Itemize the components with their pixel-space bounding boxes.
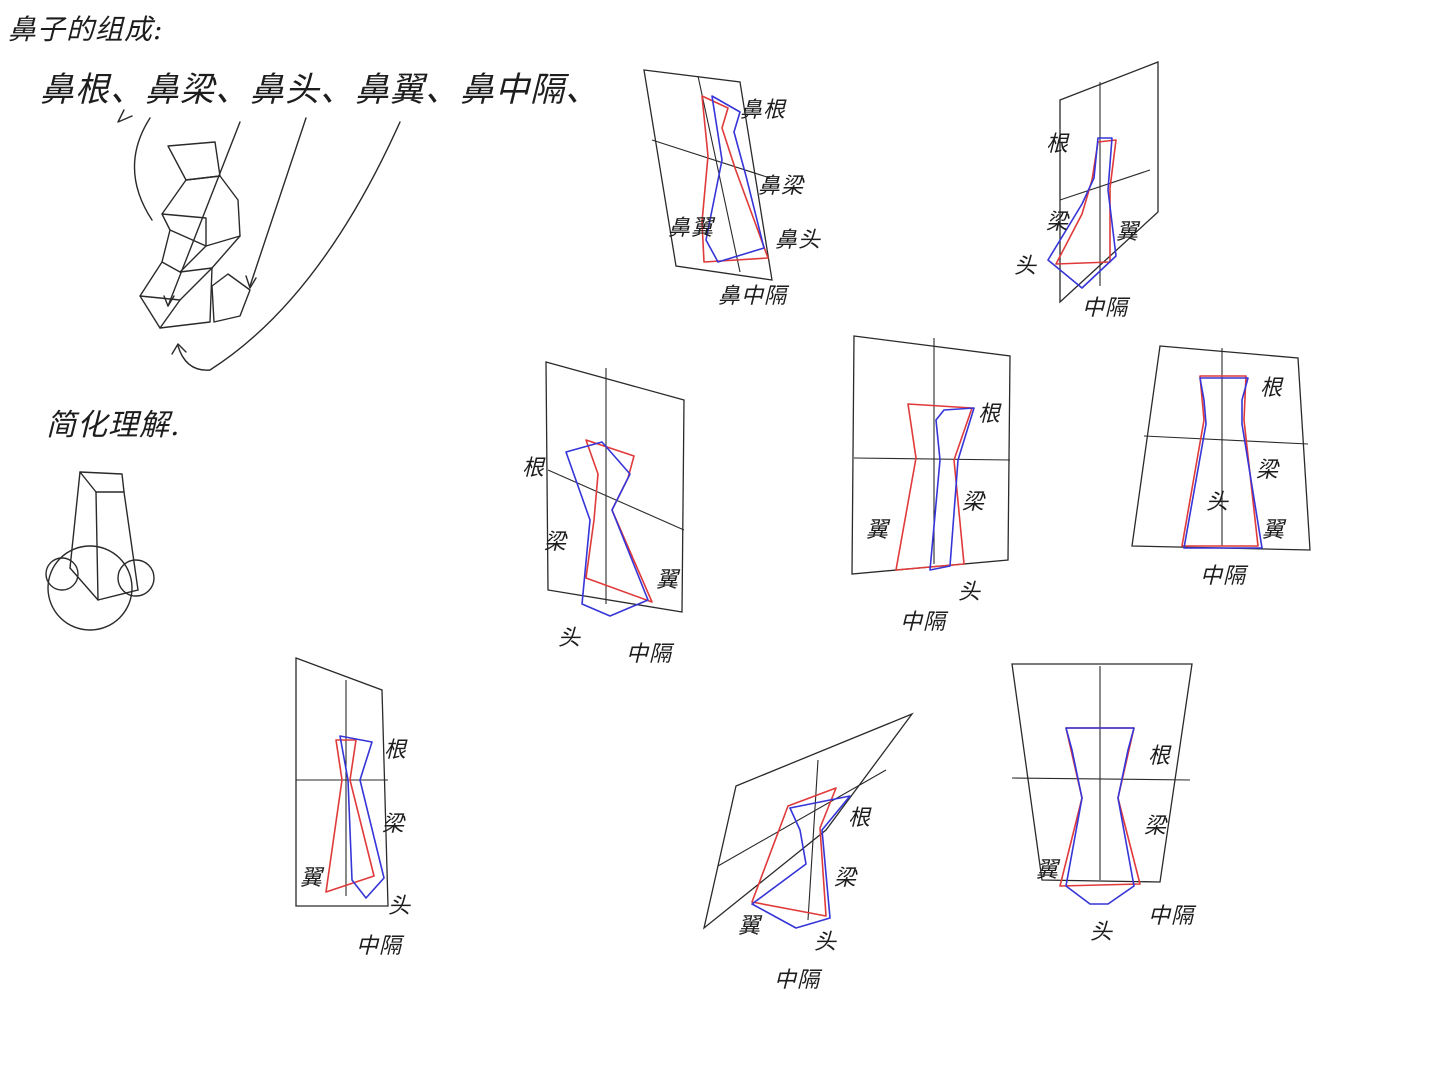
picture-plane [643,69,773,281]
view-7-label-5: 中隔 [774,968,821,993]
view-1-label-5: 鼻中隔 [718,284,788,309]
picture-plane [702,712,914,930]
perspective-view-4 [851,335,1011,575]
view-8-label-5: 中隔 [1148,904,1195,929]
nose-parts-sketch [117,109,401,371]
picture-plane [1011,663,1193,883]
view-6-label-4: 头 [388,894,412,919]
view-2-label-4: 头 [1014,254,1038,279]
picture-plane [295,657,389,907]
nose-front-form [751,787,837,917]
nose-back-form [1065,727,1135,905]
view-2-label-3: 翼 [1116,220,1140,245]
view-6-label-3: 翼 [300,866,324,891]
nose-back-form [705,95,765,263]
view-4-label-4: 头 [958,580,982,605]
view-1-label-4: 鼻翼 [668,216,715,241]
horizontal-guide [853,457,1011,461]
horizontal-guide [717,769,887,867]
view-8-label-4: 头 [1090,920,1114,945]
nose-front-form [585,439,653,603]
view-8-label-1: 根 [1148,744,1172,769]
nose-front-form [1055,139,1117,265]
view-7-label-3: 翼 [738,914,762,939]
nose-back-form [1047,137,1117,289]
perspective-view-6 [295,657,389,907]
view-4-label-2: 梁 [962,490,986,515]
view-5-label-3: 头 [1206,490,1230,515]
perspective-view-1 [643,69,773,281]
perspective-view-5 [1131,345,1311,551]
nose-front-form [1181,375,1259,547]
view-1-label-1: 鼻根 [740,98,787,123]
view-3-label-4: 头 [558,626,582,651]
perspective-view-3 [545,361,685,617]
view-2-label-1: 根 [1046,132,1070,157]
nose-back-form [751,795,851,929]
picture-plane [1131,345,1311,551]
simplified-title: 简化理解. [46,408,181,443]
view-4-label-3: 翼 [866,518,890,543]
view-7-label-1: 根 [848,806,872,831]
nose-back-form [339,735,385,899]
view-3-label-1: 根 [522,456,546,481]
nose-back-form [1183,377,1263,549]
horizontal-guide [1011,777,1191,781]
horizontal-guide [547,469,685,531]
view-4-label-5: 中隔 [900,610,947,635]
view-5-label-1: 根 [1260,376,1284,401]
view-8-label-3: 翼 [1036,858,1060,883]
view-5-label-5: 中隔 [1200,564,1247,589]
nose-back-form [565,441,649,617]
nose-back-form [929,407,975,571]
horizontal-guide [1059,169,1151,201]
view-5-label-4: 翼 [1262,518,1286,543]
parts-list: 鼻根、鼻梁、鼻头、鼻翼、鼻中隔、 [40,70,600,110]
view-3-label-2: 梁 [544,530,568,555]
page-title: 鼻子的组成: [8,13,164,46]
view-2-label-5: 中隔 [1082,296,1129,321]
view-4-label-1: 根 [978,402,1002,427]
nose-perspective-views [295,61,1311,930]
view-1-label-2: 鼻梁 [758,174,805,199]
view-7-label-2: 梁 [834,866,858,891]
nose-front-form [325,739,375,893]
view-6-label-5: 中隔 [356,934,403,959]
perspective-view-8 [1011,663,1193,905]
picture-plane [851,335,1011,575]
view-5-label-2: 梁 [1256,458,1280,483]
perspective-view-2 [1047,61,1159,304]
horizontal-guide [1143,435,1309,445]
view-3-label-3: 翼 [656,568,680,593]
view-6-label-2: 梁 [382,812,406,837]
view-6-label-1: 根 [384,738,408,763]
view-1-label-3: 鼻头 [775,228,822,253]
center-axis [807,759,819,921]
nose-front-form [701,95,769,263]
simplified-sketch [45,471,155,631]
perspective-view-7 [702,712,914,930]
picture-plane [1059,61,1159,304]
view-8-label-2: 梁 [1144,814,1168,839]
picture-plane [545,361,685,613]
view-3-label-5: 中隔 [626,642,673,667]
horizontal-guide [651,139,771,179]
view-7-label-4: 头 [814,930,838,955]
view-2-label-2: 梁 [1046,210,1070,235]
